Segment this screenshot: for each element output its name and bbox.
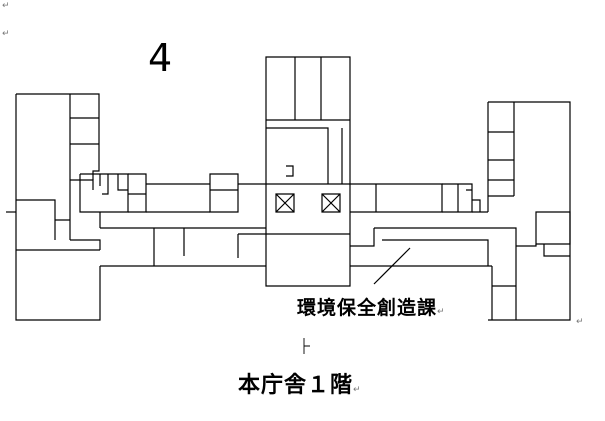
leader-line	[373, 247, 411, 285]
floor-title: 本庁舎１階↵	[238, 373, 361, 398]
paragraph-mark: ↵	[2, 29, 10, 39]
left-corridor	[79, 173, 266, 267]
paragraph-mark: ↵	[2, 1, 10, 11]
central-block	[265, 56, 351, 287]
paragraph-mark: ↵	[353, 385, 361, 395]
north-arrow-symbol: 4	[148, 36, 172, 80]
left-wing	[6, 93, 101, 321]
paragraph-mark: ↵	[576, 317, 584, 327]
paragraph-mark: ↵	[437, 307, 445, 317]
right-corridor	[350, 183, 517, 267]
department-label: 環境保全創造課↵	[297, 297, 445, 319]
right-wing	[487, 101, 571, 321]
cursor-mark	[303, 338, 310, 354]
